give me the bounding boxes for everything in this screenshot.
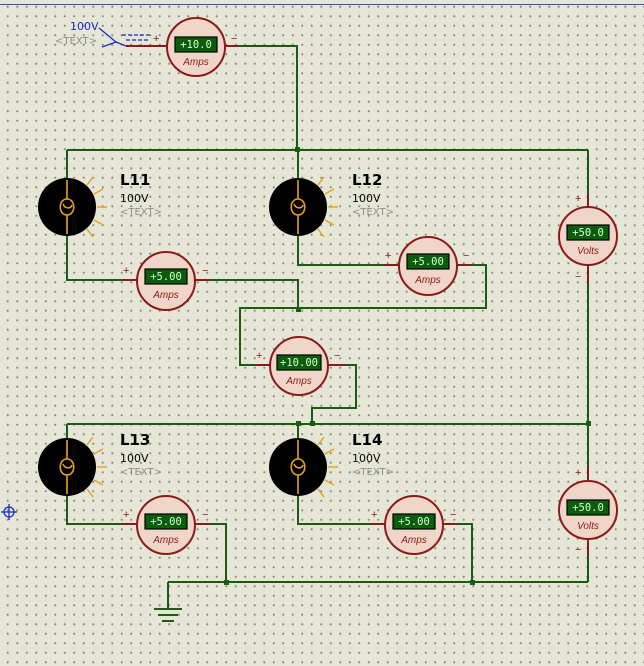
lamp-value: 100V	[120, 452, 149, 465]
meter-unit: Amps	[414, 275, 441, 286]
wire-supply-out	[238, 45, 298, 150]
plus-sign: +	[153, 33, 159, 45]
lamp-l14[interactable]: L14 100V <TEXT>	[269, 431, 394, 498]
lamp-text: <TEXT>	[120, 207, 162, 218]
lamp-l11[interactable]: L11 100V <TEXT>	[38, 171, 162, 238]
minus-sign: −	[575, 544, 581, 556]
meter-unit: Amps	[152, 290, 179, 301]
lamp-filament-icon	[290, 180, 306, 234]
meter-unit: Amps	[285, 376, 312, 387]
wire-l13-out	[66, 496, 126, 525]
meter-unit: Amps	[400, 535, 427, 546]
meter-reading: +50.0	[572, 502, 604, 514]
wire-l14-out	[297, 496, 374, 525]
source-terminal-icon	[98, 27, 150, 48]
minus-sign: −	[450, 509, 456, 521]
lamp-rays-icon	[317, 176, 338, 238]
source-text-label: <TEXT>	[55, 36, 97, 47]
window-top-border	[0, 0, 644, 5]
junction-dot	[296, 421, 301, 426]
origin-marker-icon	[1, 504, 17, 520]
ammeter-l12[interactable]: + − +5.00 Amps	[384, 236, 472, 296]
meter-reading: +5.00	[150, 516, 182, 528]
lamp-name: L12	[352, 171, 382, 189]
wire-l14-meter-out	[456, 523, 473, 582]
minus-sign: −	[202, 265, 208, 277]
ground-icon[interactable]	[154, 608, 182, 622]
lamp-l12[interactable]: L12 100V <TEXT>	[269, 171, 394, 238]
source-voltage-label: 100V	[70, 20, 99, 33]
ammeter-middle[interactable]: + − +10.00 Amps	[256, 336, 346, 396]
lamp-text: <TEXT>	[120, 467, 162, 478]
lamp-value: 100V	[352, 192, 381, 205]
minus-sign: −	[575, 271, 581, 283]
meter-reading: +10.00	[280, 357, 318, 369]
ammeter-l14[interactable]: + − +5.00 Amps	[370, 495, 458, 555]
junctions	[224, 147, 591, 585]
lamp-name: L11	[120, 171, 150, 189]
lamp-rays-icon	[86, 176, 107, 238]
meter-unit: Volts	[577, 521, 599, 532]
minus-sign: −	[334, 350, 340, 362]
plus-sign: +	[385, 250, 391, 262]
lamp-value: 100V	[120, 192, 149, 205]
wire-l11-out	[66, 236, 126, 281]
minus-sign: −	[202, 509, 208, 521]
lamp-name: L13	[120, 431, 150, 449]
meter-unit: Amps	[152, 535, 179, 546]
plus-sign: +	[123, 265, 129, 277]
plus-sign: +	[575, 467, 581, 479]
junction-dot	[224, 580, 229, 585]
plus-sign: +	[371, 509, 377, 521]
wire-middle-meter-out	[311, 364, 357, 424]
lamp-l13[interactable]: L13 100V <TEXT>	[38, 431, 162, 498]
lamp-filament-icon	[59, 440, 75, 494]
meter-reading: +5.00	[398, 516, 430, 528]
meter-reading: +10.0	[180, 39, 212, 51]
meter-reading: +5.00	[412, 256, 444, 268]
ammeter-l13[interactable]: + − +5.00 Amps	[122, 495, 210, 555]
voltmeter-lower[interactable]: + − +50.0 Volts	[558, 466, 618, 556]
meter-reading: +50.0	[572, 227, 604, 239]
wire-l11-meter-out	[208, 279, 299, 310]
meter-unit: Volts	[577, 246, 599, 257]
lamp-name: L14	[352, 431, 382, 449]
lamp-rays-icon	[317, 436, 338, 498]
minus-sign: −	[231, 33, 237, 45]
lamp-text: <TEXT>	[352, 467, 394, 478]
meter-unit: Amps	[182, 57, 209, 68]
junction-dot	[296, 307, 301, 312]
plus-sign: +	[256, 350, 262, 362]
plus-sign: +	[575, 193, 581, 205]
lamp-filament-icon	[290, 440, 306, 494]
junction-dot	[310, 421, 315, 426]
ammeter-supply[interactable]: + − +10.0 Amps	[150, 17, 238, 77]
wire-l13-meter-out	[208, 523, 227, 582]
junction-dot	[586, 421, 591, 426]
wire-l12-meter-out	[239, 264, 487, 366]
voltmeter-upper[interactable]: + − +50.0 Volts	[558, 193, 618, 284]
plus-sign: +	[123, 509, 129, 521]
ammeter-l11[interactable]: + − +5.00 Amps	[122, 251, 210, 311]
voltage-source[interactable]: 100V <TEXT>	[55, 20, 168, 48]
lamp-rays-icon	[86, 436, 107, 498]
meter-reading: +5.00	[150, 271, 182, 283]
lamp-filament-icon	[59, 180, 75, 234]
lamp-text: <TEXT>	[352, 207, 394, 218]
junction-dot	[295, 147, 300, 152]
minus-sign: −	[463, 250, 469, 262]
junction-dot	[470, 580, 475, 585]
wire-l12-out	[297, 236, 388, 266]
lamp-value: 100V	[352, 452, 381, 465]
